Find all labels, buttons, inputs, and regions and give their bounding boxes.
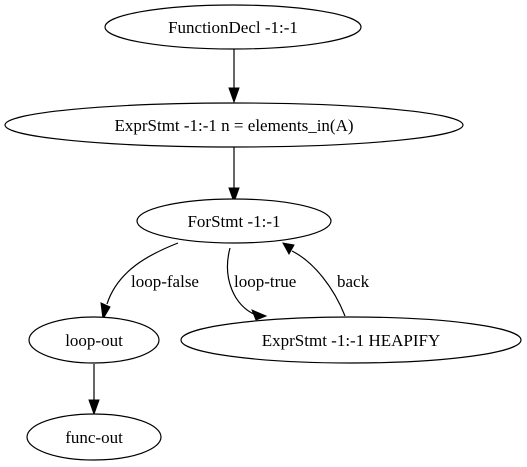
node-functiondecl: FunctionDecl -1:-1 [104, 4, 362, 50]
edge-loop-out-to-func-out [88, 364, 100, 416]
edge-heapify-back-to-forstmt [282, 242, 346, 317]
node-forstmt: ForStmt -1:-1 [136, 198, 332, 244]
node-label: ExprStmt -1:-1 HEAPIFY [262, 331, 441, 350]
node-label: loop-out [65, 331, 123, 350]
node-label: func-out [65, 428, 123, 447]
node-label: FunctionDecl -1:-1 [168, 18, 298, 37]
edge-label-loop-false: loop-false [131, 272, 199, 291]
node-func-out: func-out [26, 413, 162, 461]
node-exprstmt-heapify: ExprStmt -1:-1 HEAPIFY [180, 316, 522, 364]
node-label: ExprStmt -1:-1 n = elements_in(A) [114, 116, 353, 135]
node-loop-out: loop-out [28, 316, 160, 364]
edge-functiondecl-to-exprstmt [228, 49, 240, 104]
edge-exprstmt-to-forstmt [228, 147, 240, 204]
edge-forstmt-to-heapify [226, 247, 268, 321]
edge-label-back: back [337, 272, 370, 291]
edge-label-loop-true: loop-true [234, 272, 296, 291]
node-exprstmt-elements-in: ExprStmt -1:-1 n = elements_in(A) [4, 102, 464, 148]
node-label: ForStmt -1:-1 [187, 212, 280, 231]
edge-forstmt-to-loop-out [100, 242, 179, 321]
